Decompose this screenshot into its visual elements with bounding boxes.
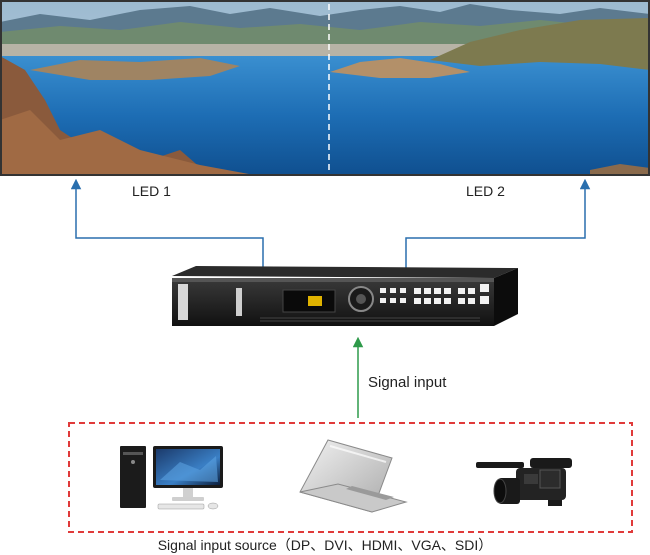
signal-input-label: Signal input — [368, 374, 447, 391]
desktop-computer-icon — [120, 446, 223, 510]
signal-source-box — [68, 422, 633, 533]
signal-source-label: Signal input source（DP、DVI、HDMI、VGA、SDI） — [157, 537, 493, 553]
output-line-led1 — [70, 178, 264, 270]
output-lines — [70, 178, 591, 270]
lcd-logo-icon — [308, 296, 322, 306]
video-camera-icon — [476, 458, 572, 506]
led2-label: LED 2 — [466, 183, 505, 199]
led-wall-image — [0, 0, 650, 176]
output-line-led2 — [405, 178, 591, 270]
laptop-icon — [299, 439, 408, 513]
led1-label: LED 1 — [132, 183, 171, 199]
video-processor — [172, 266, 518, 326]
